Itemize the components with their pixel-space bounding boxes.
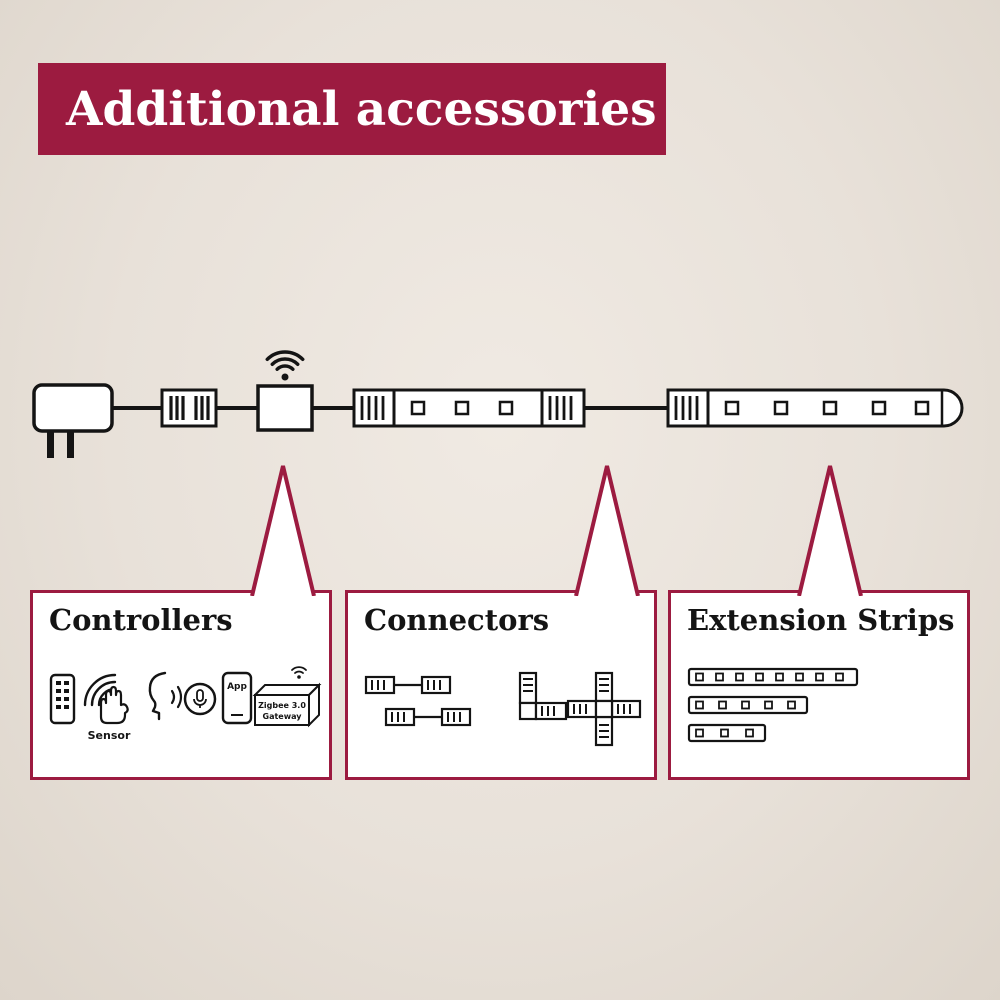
smartphone-app-icon: App (221, 671, 253, 725)
sensor-label: Sensor (88, 729, 131, 742)
zigbee-gateway-icon: Zigbee 3.0 Gateway (252, 666, 322, 728)
cross-connector-icon (566, 671, 642, 747)
remote-control-icon (49, 673, 76, 725)
plug-connector-icon (160, 388, 218, 428)
led-strip-system-diagram (32, 350, 964, 458)
straight-connector-icon (364, 675, 472, 727)
extension-strips-title: Extension Strips (687, 603, 955, 637)
gateway-label-line2: Gateway (263, 712, 303, 721)
wifi-controller-icon (256, 350, 314, 432)
corner-connector-icon (518, 671, 568, 721)
app-label: App (227, 682, 247, 692)
extension-strips-icons (687, 667, 859, 743)
connectors-icons (364, 671, 642, 747)
controllers-pointer (250, 465, 316, 596)
voice-assistant-icon (148, 671, 217, 721)
strip-short-icon (687, 723, 767, 743)
connectors-box: Connectors (345, 590, 657, 780)
title-banner: Additional accessories (38, 63, 666, 155)
strip-long-icon (687, 667, 859, 687)
controllers-box: Controllers Sensor (30, 590, 332, 780)
strip-medium-icon (687, 695, 809, 715)
gateway-label-line1: Zigbee 3.0 (258, 701, 306, 710)
led-strip-segment-long-icon (666, 388, 964, 428)
controllers-icons: Sensor App (49, 666, 322, 742)
power-plug-icon (32, 383, 114, 458)
extension-strips-box: Extension Strips (668, 590, 970, 780)
extension-strips-pointer (797, 465, 863, 596)
led-strip-segment-icon (352, 388, 586, 428)
controllers-title: Controllers (49, 603, 233, 637)
connectors-pointer (574, 465, 640, 596)
connectors-title: Connectors (364, 603, 550, 637)
wifi-icon (265, 350, 305, 381)
motion-sensor-icon: Sensor (83, 673, 131, 742)
page-title: Additional accessories (66, 81, 657, 137)
